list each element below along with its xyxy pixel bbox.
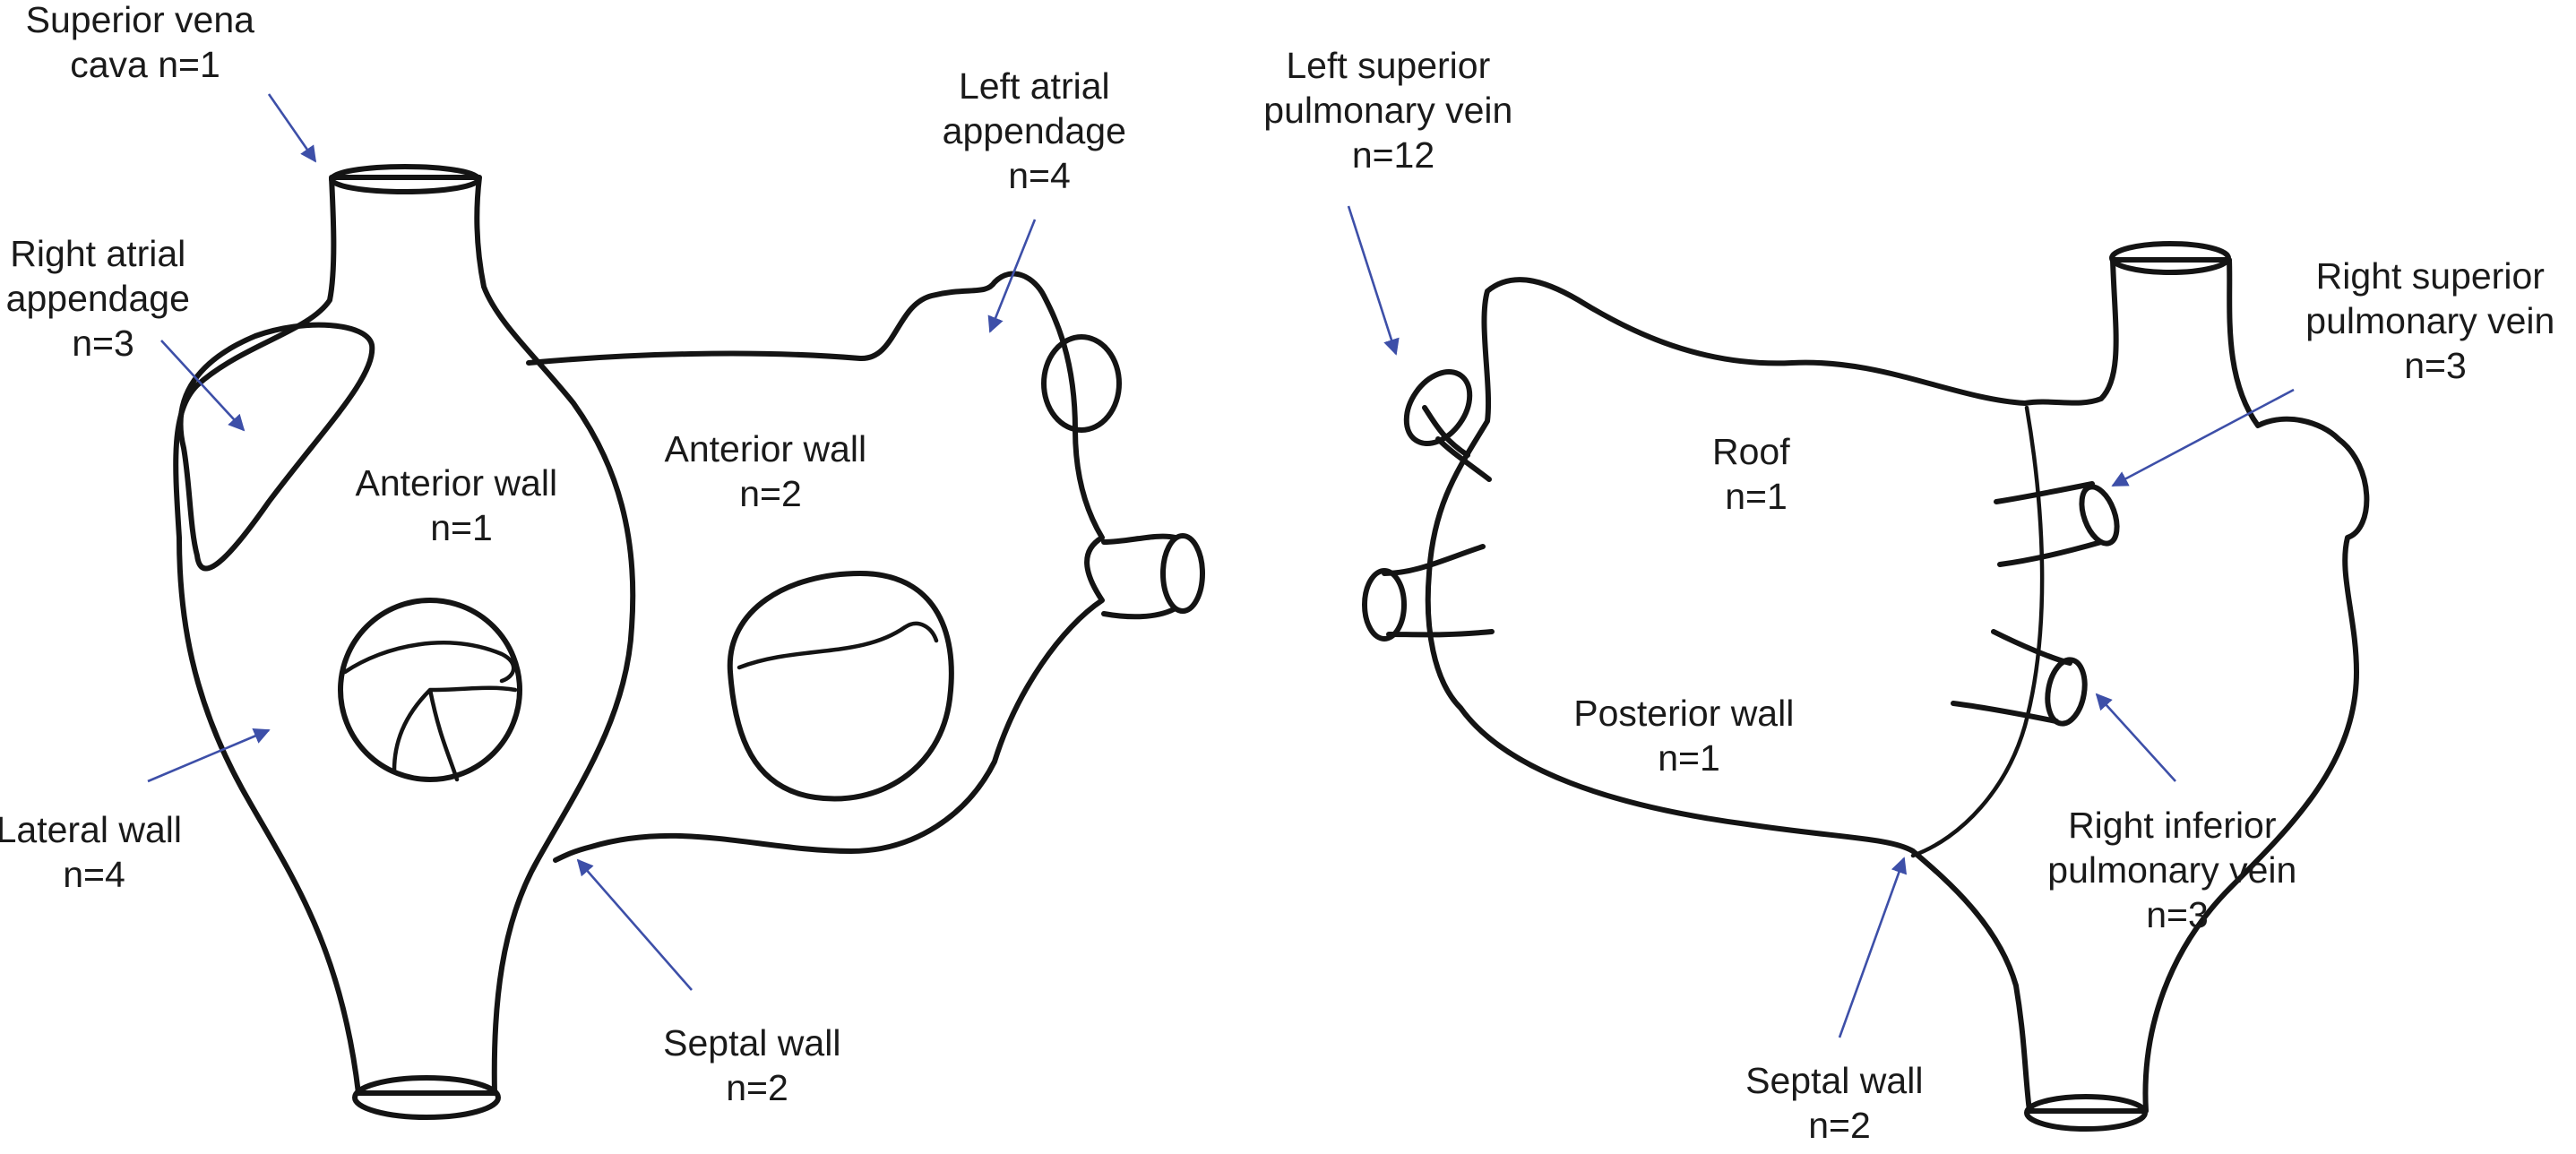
lspv-opening — [1403, 369, 1473, 446]
annotation-arrows — [147, 93, 2295, 1038]
right-atrium-outline — [173, 175, 636, 1096]
label-roof: Roof n=1 — [1712, 431, 1800, 517]
arrow-septal-posterior — [1838, 857, 1908, 1038]
rspv-stub — [1994, 481, 2104, 567]
label-ra-anterior-wall: Anterior wall n=1 — [356, 462, 568, 548]
rspv-opening — [2079, 484, 2120, 547]
anterior-view — [173, 164, 1205, 1120]
left-valve-ring — [727, 571, 954, 802]
right-atrial-appendage-shape — [177, 322, 375, 572]
ivc-opening — [352, 1075, 501, 1120]
label-rspv: Right superior pulmonary vein n=3 — [2305, 255, 2564, 386]
arrow-raa — [160, 340, 246, 432]
arrow-ripv — [2095, 693, 2176, 782]
posterior-left-atrium-outline — [1425, 257, 2370, 1114]
label-raa: Right atrial appendage n=3 — [6, 233, 201, 364]
label-septal-anterior: Septal wall n=2 — [663, 1022, 851, 1108]
arrow-lateral — [147, 728, 271, 783]
lspv-stub — [1422, 405, 1492, 482]
right-valve-ring — [338, 598, 522, 782]
left-atrium-outline — [526, 271, 1105, 863]
arrow-septal-anterior — [576, 858, 693, 991]
left-vein-stub-opening — [1160, 533, 1205, 614]
left-vein-stub — [1101, 533, 1178, 620]
left-valve-leaflet — [737, 621, 939, 670]
ripv-opening — [2045, 657, 2088, 727]
label-posterior-wall: Posterior wall n=1 — [1573, 693, 1805, 779]
label-septal-posterior: Septal wall n=2 — [1745, 1060, 1934, 1146]
label-la-anterior-wall: Anterior wall n=2 — [665, 428, 877, 514]
label-lspv: Left superior pulmonary vein n=12 — [1263, 45, 1522, 176]
arrow-svc — [267, 93, 317, 163]
arrow-lspv — [1347, 205, 1400, 356]
arrow-laa — [987, 219, 1037, 333]
arrow-rspv — [2111, 388, 2295, 487]
posterior-ivc-opening — [2024, 1094, 2148, 1132]
posterior-view — [1362, 241, 2370, 1132]
posterior-septal-line — [1910, 405, 2045, 858]
label-laa: Left atrial appendage n=4 — [943, 65, 1137, 196]
right-valve-leaflets — [342, 641, 518, 782]
lipv-opening — [1362, 568, 1407, 642]
left-appendage-vein — [1041, 334, 1122, 433]
svc-opening — [329, 164, 481, 194]
posterior-svc-opening — [2109, 241, 2231, 275]
label-lateral-wall: Lateral wall n=4 — [0, 809, 192, 895]
label-svc: Superior vena cava n=1 — [26, 0, 265, 85]
label-ripv: Right inferior pulmonary vein n=3 — [2047, 805, 2306, 935]
